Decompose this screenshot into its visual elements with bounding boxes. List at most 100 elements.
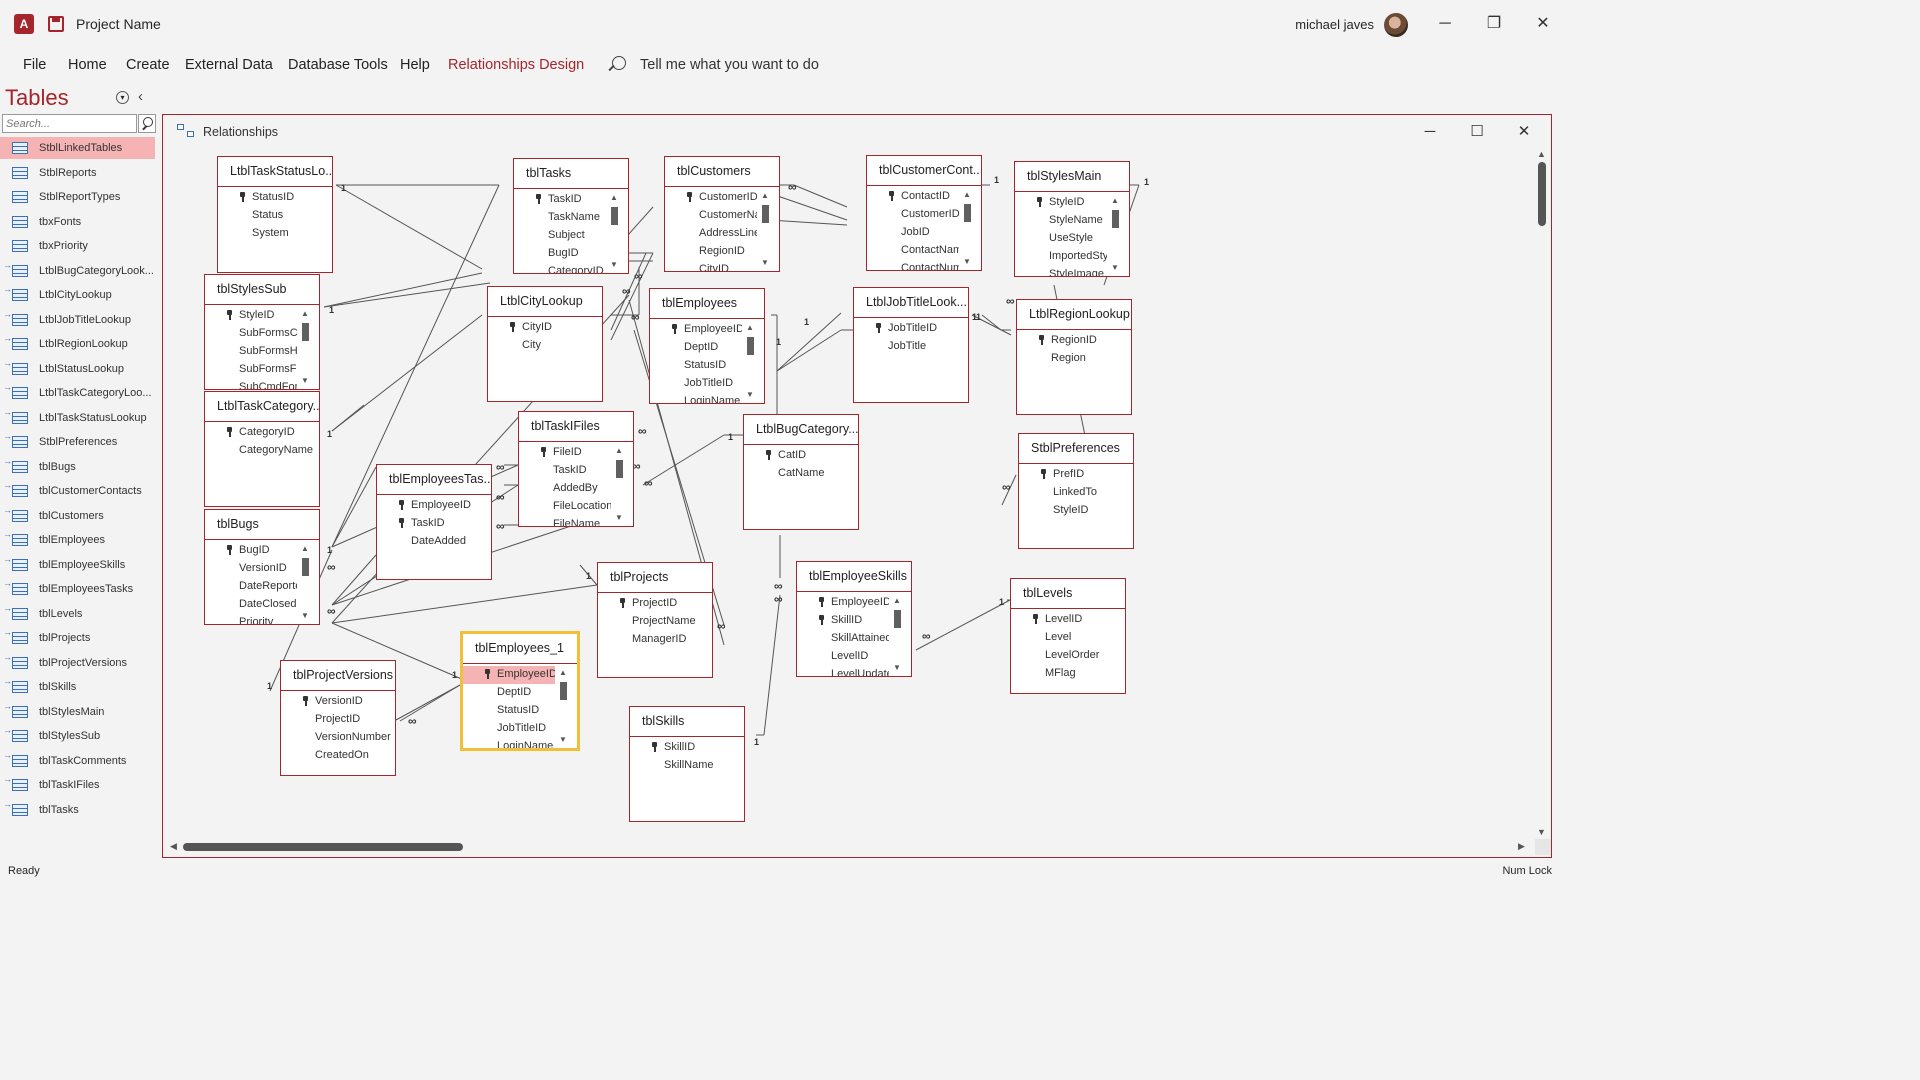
scroll-up-icon[interactable]: ▲ <box>301 544 309 553</box>
scroll-up-icon[interactable]: ▲ <box>746 323 754 332</box>
field-row[interactable]: StatusID <box>218 189 332 207</box>
nav-menu-dropdown-icon[interactable]: ▾ <box>116 91 129 104</box>
scroll-up-icon[interactable]: ▲ <box>301 309 309 318</box>
table-title[interactable]: tblCustomers <box>665 157 779 187</box>
field-row[interactable]: TaskName <box>514 209 606 227</box>
relationship-line[interactable] <box>331 314 483 432</box>
field-row[interactable]: ManagerID <box>598 631 712 649</box>
nav-table-item[interactable]: StblPreferences <box>0 431 155 453</box>
field-row[interactable]: ImportedStyle <box>1015 248 1107 266</box>
field-row[interactable]: StyleImage <box>1015 266 1107 276</box>
relationships-canvas[interactable]: 1∞∞1∞11∞111∞1∞∞11∞11∞∞∞∞∞∞1∞∞1∞∞1111∞∞1∞… <box>164 145 1537 839</box>
scroll-down-icon[interactable]: ▼ <box>761 258 769 267</box>
relationship-line[interactable] <box>776 329 842 372</box>
minimize-button[interactable]: ─ <box>1439 15 1451 32</box>
relationship-line[interactable] <box>395 684 461 721</box>
table-title[interactable]: tblTasks <box>514 159 628 189</box>
relationship-line[interactable] <box>768 192 848 221</box>
field-row[interactable]: PrefID <box>1019 466 1133 484</box>
close-button[interactable]: ✕ <box>1536 15 1550 32</box>
nav-table-item[interactable]: tblLevels <box>0 603 155 625</box>
field-row[interactable]: AddedBy <box>519 480 611 498</box>
ribbon-tab[interactable]: Relationships Design <box>448 57 585 73</box>
field-scroll-thumb[interactable] <box>964 204 971 222</box>
table-title[interactable]: tblLevels <box>1011 579 1125 609</box>
field-row[interactable]: CustomerName <box>665 207 757 225</box>
table-title[interactable]: tblEmployees_1 <box>463 634 577 664</box>
field-row[interactable]: SubFormsHe <box>205 343 297 361</box>
field-scroll-thumb[interactable] <box>616 460 623 478</box>
nav-table-item[interactable]: tblProjectVersions <box>0 652 155 674</box>
nav-table-item[interactable]: tblEmployeeSkills <box>0 554 155 576</box>
field-row[interactable]: SubFormsFo <box>205 361 297 379</box>
field-row[interactable]: JobTitleID <box>463 720 555 738</box>
nav-pane-title[interactable]: Tables <box>5 85 69 110</box>
field-scroll-thumb[interactable] <box>611 207 618 225</box>
field-scroll-thumb[interactable] <box>762 205 769 223</box>
relationship-line[interactable] <box>331 622 465 681</box>
table-box[interactable]: tblBugsBugIDVersionIDDateReportedDateClo… <box>204 509 320 625</box>
nav-table-item[interactable]: tbxPriority <box>0 235 155 257</box>
field-scrollbar[interactable]: ▲▼ <box>1111 196 1121 274</box>
relationship-line[interactable] <box>323 282 491 308</box>
table-title[interactable]: tblBugs <box>205 510 319 540</box>
nav-table-item[interactable]: tblSkills <box>0 676 155 698</box>
scroll-up-icon[interactable]: ▲ <box>1111 196 1119 205</box>
nav-table-item[interactable]: StblReports <box>0 162 155 184</box>
scroll-down-icon[interactable]: ▼ <box>301 376 309 385</box>
table-title[interactable]: tblStylesMain <box>1015 162 1129 192</box>
field-scrollbar[interactable]: ▲▼ <box>893 596 903 674</box>
table-title[interactable]: tblProjectVersions <box>281 661 395 691</box>
nav-table-item[interactable]: LtblBugCategoryLook... <box>0 260 155 282</box>
field-row[interactable]: CustomerID <box>665 189 757 207</box>
user-name[interactable]: michael javes <box>1295 17 1374 32</box>
field-scroll-thumb[interactable] <box>302 323 309 341</box>
field-row[interactable]: DateReported <box>205 578 297 596</box>
field-row[interactable]: SkillID <box>630 739 744 757</box>
field-row[interactable]: DeptID <box>650 339 742 357</box>
field-row[interactable]: LoginName <box>463 738 555 748</box>
field-scrollbar[interactable]: ▲▼ <box>746 323 756 401</box>
field-row[interactable]: DateAdded <box>377 533 491 551</box>
field-row[interactable]: VersionID <box>205 560 297 578</box>
nav-table-item[interactable]: tblCustomerContacts <box>0 480 155 502</box>
relationship-line[interactable] <box>763 594 781 736</box>
horizontal-scroll-thumb[interactable] <box>183 843 463 851</box>
table-title[interactable]: tblStylesSub <box>205 275 319 305</box>
field-row[interactable]: Region <box>1017 350 1131 368</box>
relationship-line[interactable] <box>323 272 483 308</box>
scroll-down-icon[interactable]: ▼ <box>610 260 618 269</box>
nav-table-item[interactable]: tblStylesMain <box>0 701 155 723</box>
table-title[interactable]: tblSkills <box>630 707 744 737</box>
table-title[interactable]: LtblBugCategory... <box>744 415 858 445</box>
scroll-down-icon[interactable]: ▼ <box>746 390 754 399</box>
nav-table-item[interactable]: StblLinkedTables <box>0 137 155 159</box>
field-row[interactable]: FileLocation <box>519 498 611 516</box>
field-scrollbar[interactable]: ▲▼ <box>615 446 625 524</box>
field-scrollbar[interactable]: ▲▼ <box>761 191 771 269</box>
scroll-down-icon[interactable]: ▼ <box>301 611 309 620</box>
table-title[interactable]: LtblJobTitleLook... <box>854 288 968 318</box>
scroll-up-icon[interactable]: ▲ <box>761 191 769 200</box>
access-app-icon[interactable]: A <box>14 14 34 34</box>
field-row[interactable]: TaskID <box>519 462 611 480</box>
field-row[interactable]: FileID <box>519 444 611 462</box>
relationship-line[interactable] <box>331 584 598 624</box>
relationship-line[interactable] <box>981 314 1002 331</box>
table-box[interactable]: tblStylesSubStyleIDSubFormsCoSubFormsHeS… <box>204 274 320 390</box>
field-row[interactable]: CategoryName <box>205 442 319 460</box>
field-scrollbar[interactable]: ▲▼ <box>301 309 311 387</box>
relationship-line[interactable] <box>335 184 483 270</box>
nav-table-item[interactable]: tblBugs <box>0 456 155 478</box>
field-row[interactable]: ProjectID <box>281 711 395 729</box>
nav-table-item[interactable]: LtblJobTitleLookup <box>0 309 155 331</box>
ribbon-tab[interactable]: Home <box>68 57 107 73</box>
